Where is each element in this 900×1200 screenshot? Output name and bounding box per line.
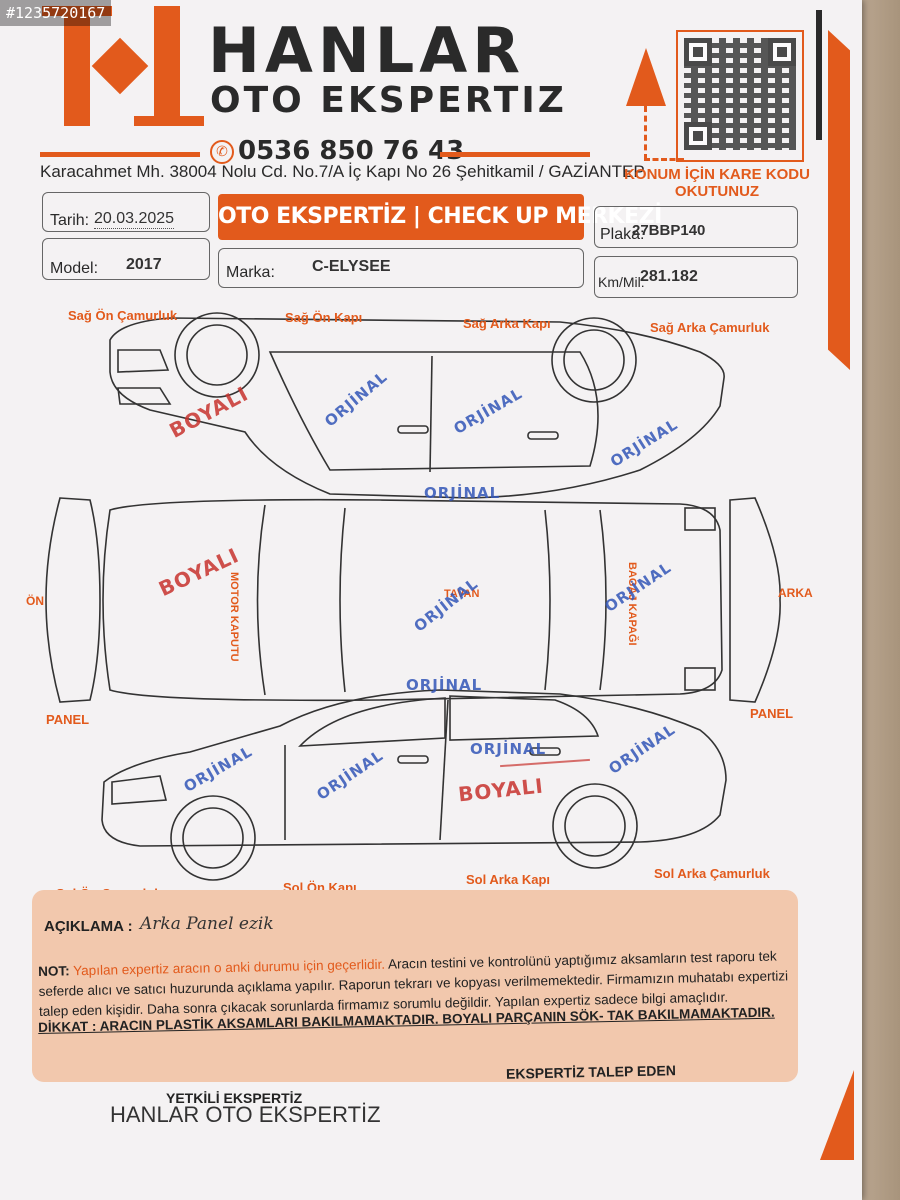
- brand-field: [218, 248, 584, 288]
- hanlar-logo-icon: [42, 6, 204, 126]
- authorized-name: HANLAR OTO EKSPERTİZ: [110, 1102, 381, 1127]
- model-label: Model:: [50, 260, 99, 277]
- phone-icon: ✆: [210, 140, 234, 164]
- original-stamp: ORJİNAL: [470, 740, 547, 758]
- notes-box: [32, 890, 798, 1082]
- label-panel-left: PANEL: [46, 712, 90, 727]
- label-hood: MOTOR KAPUTU: [228, 572, 240, 662]
- listing-id: #1235720167: [0, 0, 112, 26]
- label-roof: TAVAN: [444, 588, 480, 600]
- divider: [40, 152, 200, 157]
- plate-label: Plaka:: [600, 226, 645, 243]
- label-front: ÖN: [26, 594, 44, 608]
- label-trunk: BAGAJ KAPAĞI: [626, 562, 638, 646]
- label-right-front-door: Sağ Ön Kapı: [285, 310, 363, 325]
- qr-caption: KONUM İÇİN KARE KODU OKUTUNUZ: [624, 166, 810, 200]
- label-panel-right: PANEL: [750, 706, 794, 721]
- label-right-rear-fender: Sağ Arka Çamurluk: [650, 320, 770, 335]
- notes-handwritten: Arka Panel ezik: [140, 914, 274, 934]
- label-left-rear-door: Sol Arka Kapı: [466, 872, 551, 887]
- brand-value: C-ELYSEE: [312, 258, 391, 275]
- decor-stripe: [820, 1070, 854, 1160]
- km-value: 281.182: [640, 268, 698, 285]
- plate-value: 27BBP140: [632, 222, 706, 239]
- km-field: [594, 256, 798, 298]
- original-stamp: ORJİNAL: [424, 484, 501, 502]
- model-value: 2017: [126, 256, 162, 273]
- label-left-rear-fender: Sol Arka Çamurluk: [654, 866, 770, 881]
- date-label: Tarih:: [50, 212, 90, 229]
- km-label: Km/Mil:: [598, 274, 645, 290]
- model-field: [42, 238, 210, 280]
- inspection-report-sheet: HANLAR OTO EKSPERTIZ ✆0536 850 76 43 Kar…: [0, 0, 862, 1200]
- plate-field: [594, 206, 798, 248]
- label-rear: ARKA: [778, 586, 813, 600]
- address: Karacahmet Mh. 38004 Nolu Cd. No.7/A İç …: [40, 162, 645, 181]
- label-right-rear-door: Sağ Arka Kapı: [463, 316, 551, 331]
- arrow-up-icon: [626, 48, 666, 106]
- qr-code-icon: [676, 30, 804, 162]
- brand-subtitle: OTO EKSPERTIZ: [210, 80, 567, 121]
- date-value: 20.03.2025: [94, 210, 175, 229]
- car-diagram: [45, 312, 781, 881]
- brand-label: Marka:: [226, 264, 275, 281]
- label-right-front-fender: Sağ Ön Çamurluk: [68, 308, 178, 323]
- divider: [440, 152, 590, 157]
- original-stamp: ORJİNAL: [406, 676, 483, 694]
- phone-number: ✆0536 850 76 43: [210, 136, 464, 166]
- date-field: [42, 192, 210, 232]
- notes-label: AÇIKLAMA :: [44, 918, 133, 935]
- authorized-title: YETKİLİ EKSPERTİZ: [166, 1090, 303, 1106]
- decor-stripe: [816, 10, 822, 140]
- brand-name: HANLAR: [208, 14, 525, 87]
- decor-stripe: [828, 30, 850, 370]
